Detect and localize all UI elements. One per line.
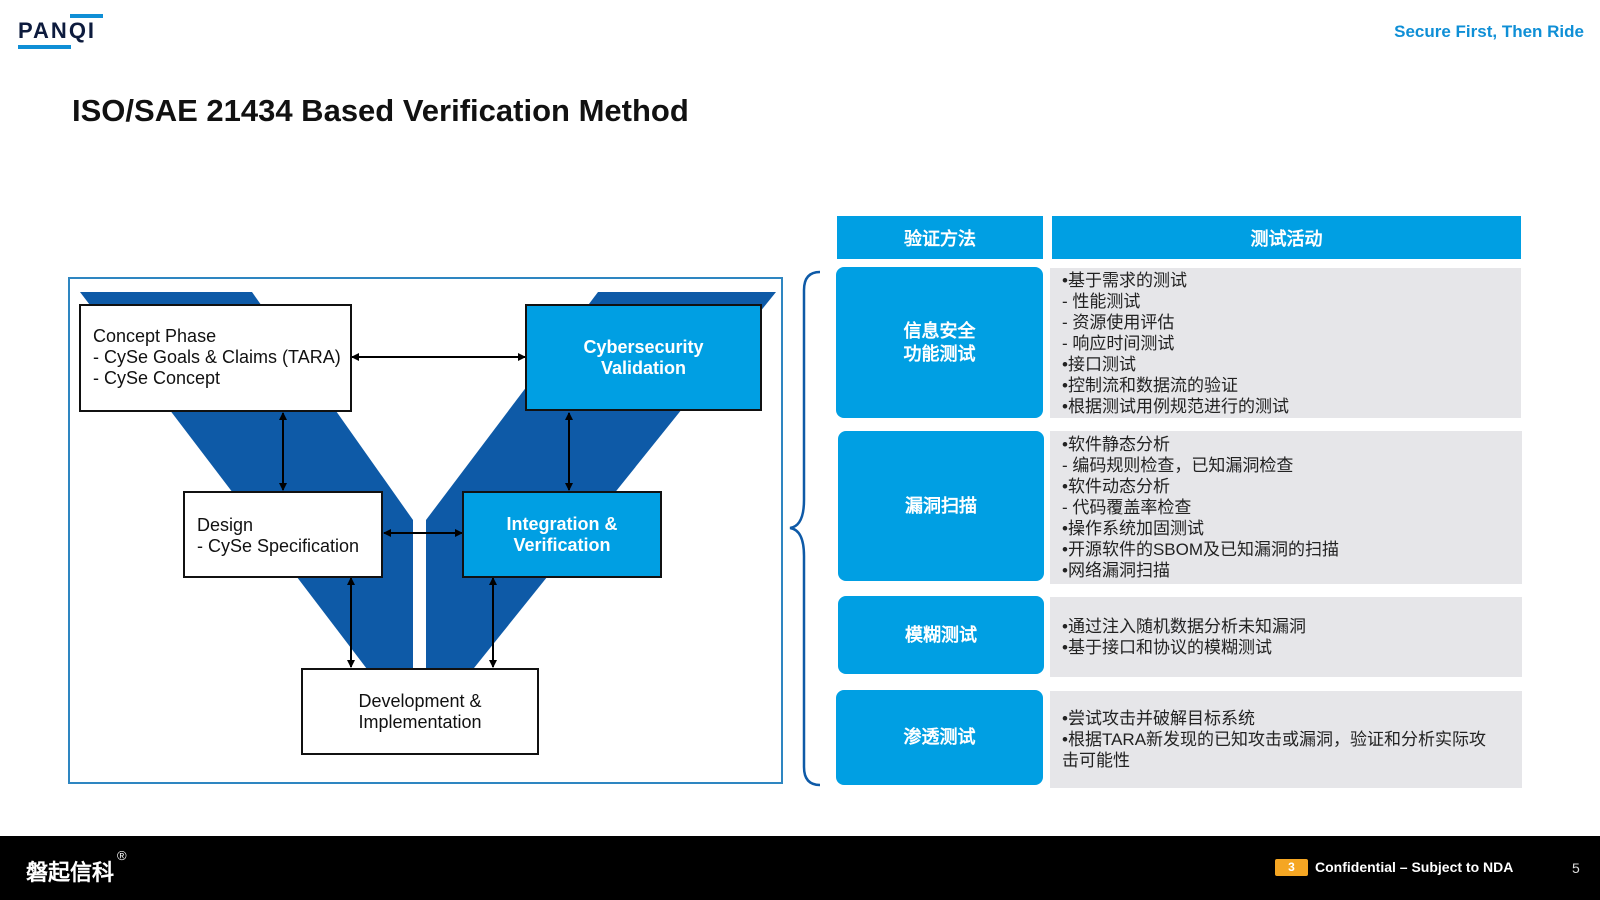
integration-line-2: Verification: [513, 534, 611, 555]
v-model-frame: [68, 277, 783, 784]
header-test-activities: 测试活动: [1052, 216, 1521, 259]
activity-item: •根据TARA新发现的已知攻击或漏洞，验证和分析实际攻: [1062, 730, 1487, 749]
activity-item: •控制流和数据流的验证: [1062, 375, 1238, 395]
page-title: ISO/SAE 21434 Based Verification Method: [72, 93, 689, 128]
concept-title: Concept Phase: [93, 326, 217, 346]
activity-item: •根据测试用例规范进行的测试: [1062, 396, 1289, 416]
logo-accent-bar: [70, 14, 103, 18]
method-fuzz-testing: 模糊测试: [838, 596, 1044, 674]
integration-verification-box: Integration & Verification: [462, 491, 662, 578]
header-verification-method: 验证方法: [837, 216, 1043, 259]
validation-line-2: Validation: [600, 357, 687, 378]
page-number: 5: [1572, 860, 1580, 876]
activities-vulnerability-scan: •软件静态分析 - 编码规则检查，已知漏洞检查 •软件动态分析 - 代码覆盖率检…: [1050, 431, 1522, 584]
logo-underline: [18, 45, 71, 49]
activity-item: •基于接口和协议的模糊测试: [1062, 638, 1272, 657]
activities-fuzz-testing: •通过注入随机数据分析未知漏洞 •基于接口和协议的模糊测试: [1050, 597, 1522, 677]
concept-phase-box: Concept Phase - CySe Goals & Claims (TAR…: [79, 304, 352, 412]
method-line: 渗透测试: [903, 727, 976, 747]
tagline: Secure First, Then Ride: [1394, 22, 1584, 41]
registered-mark: ®: [117, 848, 127, 863]
activity-item: 击可能性: [1062, 751, 1130, 770]
activity-item: •软件静态分析: [1062, 435, 1170, 454]
design-spec: - CySe Specification: [197, 536, 360, 556]
activity-item: •接口测试: [1062, 354, 1136, 374]
method-line: 功能测试: [903, 343, 976, 364]
footer-bar: [0, 836, 1600, 900]
concept-goals: - CySe Goals & Claims (TARA): [93, 347, 341, 367]
activity-item: •开源软件的SBOM及已知漏洞的扫描: [1062, 540, 1340, 559]
concept-concept: - CySe Concept: [93, 368, 221, 388]
development-line-2: Implementation: [358, 711, 482, 732]
lock-icon: 3: [1275, 859, 1308, 876]
activity-item: - 代码覆盖率检查: [1062, 498, 1192, 517]
curly-brace: [789, 270, 821, 787]
activity-item: - 性能测试: [1062, 291, 1141, 311]
cybersecurity-validation-box: Cybersecurity Validation: [525, 304, 762, 411]
activity-item: - 响应时间测试: [1062, 333, 1175, 353]
integration-line-1: Integration &: [506, 513, 618, 534]
method-functional-security-test: 信息安全 功能测试: [836, 267, 1043, 418]
activities-penetration-testing: •尝试攻击并破解目标系统 •根据TARA新发现的已知攻击或漏洞，验证和分析实际攻…: [1050, 691, 1522, 788]
method-vulnerability-scan: 漏洞扫描: [838, 431, 1044, 581]
activity-item: - 编码规则检查，已知漏洞检查: [1062, 456, 1294, 475]
development-line-1: Development &: [358, 690, 482, 711]
activity-item: •软件动态分析: [1062, 477, 1170, 496]
activity-item: •尝试攻击并破解目标系统: [1062, 709, 1255, 728]
activity-item: •通过注入随机数据分析未知漏洞: [1062, 617, 1306, 636]
activity-item: •网络漏洞扫描: [1062, 561, 1170, 580]
activity-item: - 资源使用评估: [1062, 312, 1175, 332]
method-penetration-testing: 渗透测试: [836, 690, 1043, 785]
method-line: 漏洞扫描: [905, 495, 977, 516]
method-line: 信息安全: [903, 320, 976, 341]
lock-level: 3: [1288, 860, 1295, 874]
design-title: Design: [197, 515, 254, 535]
confidential-label: Confidential – Subject to NDA: [1315, 859, 1514, 875]
development-implementation-box: Development & Implementation: [301, 668, 539, 755]
activity-item: •操作系统加固测试: [1062, 519, 1204, 538]
validation-line-1: Cybersecurity: [583, 336, 704, 357]
design-box: Design - CySe Specification: [183, 491, 383, 578]
activities-functional-security-test: •基于需求的测试 - 性能测试 - 资源使用评估 - 响应时间测试 •接口测试 …: [1050, 268, 1521, 418]
footer-brand: 磐起信科: [26, 860, 115, 885]
panqi-logo: PANQI: [18, 18, 97, 43]
activity-item: •基于需求的测试: [1062, 270, 1187, 290]
method-line: 模糊测试: [905, 624, 977, 645]
